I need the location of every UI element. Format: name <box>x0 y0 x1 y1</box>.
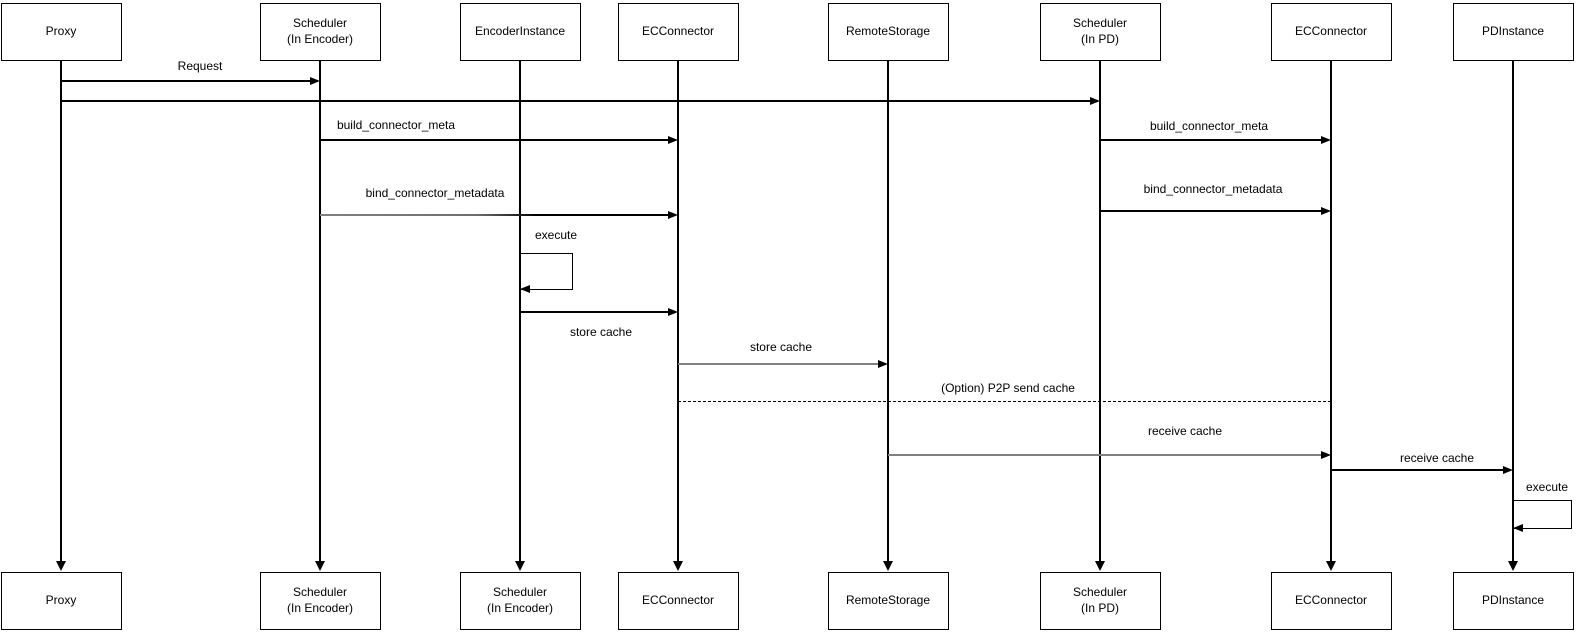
actor-box-bottom-pd-instance: PDInstance <box>1452 572 1574 630</box>
lifeline-arrowhead-pd-instance <box>1508 561 1518 571</box>
lifeline-remote-storage <box>887 61 889 561</box>
self-loop-execute-encoder <box>520 253 573 290</box>
message-label-bind-connector-metadata-encoder: bind_connector_metadata <box>363 186 507 200</box>
lifeline-arrowhead-ec-connector-encoder <box>673 561 683 571</box>
actor-box-bottom-encoder-instance: Scheduler (In Encoder) <box>459 572 581 630</box>
lifeline-encoder-instance <box>519 61 521 561</box>
self-loop-label-execute-encoder: execute <box>532 228 580 242</box>
lifeline-pd-instance <box>1512 61 1514 561</box>
actor-box-top-pd-instance: PDInstance <box>1452 3 1574 61</box>
message-label-request: Request <box>175 59 225 73</box>
lifeline-arrowhead-ec-connector-pd <box>1326 561 1336 571</box>
lifeline-ec-connector-pd <box>1330 61 1332 561</box>
actor-box-top-ec-connector-pd: ECConnector <box>1270 3 1392 61</box>
lifeline-arrowhead-proxy <box>56 561 66 571</box>
message-line-request <box>61 80 311 82</box>
message-label-p2p-send-cache: (Option) P2P send cache <box>939 381 1077 395</box>
self-loop-arrowhead-execute-encoder <box>520 284 530 293</box>
message-label-store-cache-instance: store cache <box>567 325 635 339</box>
message-label-receive-cache-connector: receive cache <box>1145 424 1225 438</box>
message-line-build-connector-meta-pd <box>1100 139 1322 141</box>
message-label-receive-cache-pd: receive cache <box>1397 451 1477 465</box>
message-arrowhead-build-connector-meta-encoder <box>668 135 678 144</box>
actor-box-top-proxy: Proxy <box>0 3 122 61</box>
lifeline-arrowhead-encoder-instance <box>515 561 525 571</box>
actor-box-bottom-scheduler-in-pd: Scheduler (In PD) <box>1039 572 1161 630</box>
message-label-store-cache-remote: store cache <box>747 340 815 354</box>
message-arrowhead-build-connector-meta-pd <box>1321 135 1331 144</box>
actor-box-bottom-remote-storage: RemoteStorage <box>827 572 949 630</box>
actor-box-top-encoder-instance: EncoderInstance <box>459 3 581 61</box>
message-label-build-connector-meta-encoder: build_connector_meta <box>334 118 458 132</box>
message-line-store-cache-instance <box>520 311 669 313</box>
self-loop-label-execute-pd: execute <box>1523 480 1571 494</box>
actor-box-top-scheduler-in-encoder: Scheduler (In Encoder) <box>259 3 381 61</box>
actor-box-bottom-proxy: Proxy <box>0 572 122 630</box>
message-line-proxy-to-pd-scheduler <box>61 100 1091 102</box>
actor-box-bottom-scheduler-in-encoder: Scheduler (In Encoder) <box>259 572 381 630</box>
message-arrowhead-store-cache-remote <box>878 359 888 368</box>
lifeline-proxy <box>60 61 62 561</box>
message-line-p2p-send-cache <box>678 401 1331 402</box>
self-loop-execute-pd <box>1513 500 1572 529</box>
message-label-bind-connector-metadata-pd: bind_connector_metadata <box>1141 182 1285 196</box>
message-line-bind-connector-metadata-encoder <box>320 214 669 216</box>
message-arrowhead-bind-connector-metadata-pd <box>1321 206 1331 215</box>
actor-box-top-scheduler-in-pd: Scheduler (In PD) <box>1039 3 1161 61</box>
actor-box-bottom-ec-connector-encoder: ECConnector <box>617 572 739 630</box>
actor-box-top-remote-storage: RemoteStorage <box>827 3 949 61</box>
message-arrowhead-receive-cache-connector <box>1321 450 1331 459</box>
message-label-build-connector-meta-pd: build_connector_meta <box>1147 119 1271 133</box>
lifeline-arrowhead-remote-storage <box>883 561 893 571</box>
message-arrowhead-store-cache-instance <box>668 307 678 316</box>
lifeline-scheduler-in-pd <box>1099 61 1101 561</box>
message-line-build-connector-meta-encoder <box>320 139 669 141</box>
lifeline-arrowhead-scheduler-in-pd <box>1095 561 1105 571</box>
lifeline-arrowhead-scheduler-in-encoder <box>315 561 325 571</box>
message-line-receive-cache-connector <box>888 454 1322 456</box>
self-loop-arrowhead-execute-pd <box>1513 523 1523 532</box>
message-arrowhead-bind-connector-metadata-encoder <box>668 210 678 219</box>
message-arrowhead-proxy-to-pd-scheduler <box>1090 96 1100 105</box>
message-line-receive-cache-pd <box>1331 469 1504 471</box>
message-arrowhead-receive-cache-pd <box>1503 465 1513 474</box>
message-line-store-cache-remote <box>678 363 879 365</box>
message-arrowhead-request <box>310 76 320 85</box>
actor-box-bottom-ec-connector-pd: ECConnector <box>1270 572 1392 630</box>
message-line-bind-connector-metadata-pd <box>1100 210 1322 212</box>
actor-box-top-ec-connector-encoder: ECConnector <box>617 3 739 61</box>
lifeline-scheduler-in-encoder <box>319 61 321 561</box>
